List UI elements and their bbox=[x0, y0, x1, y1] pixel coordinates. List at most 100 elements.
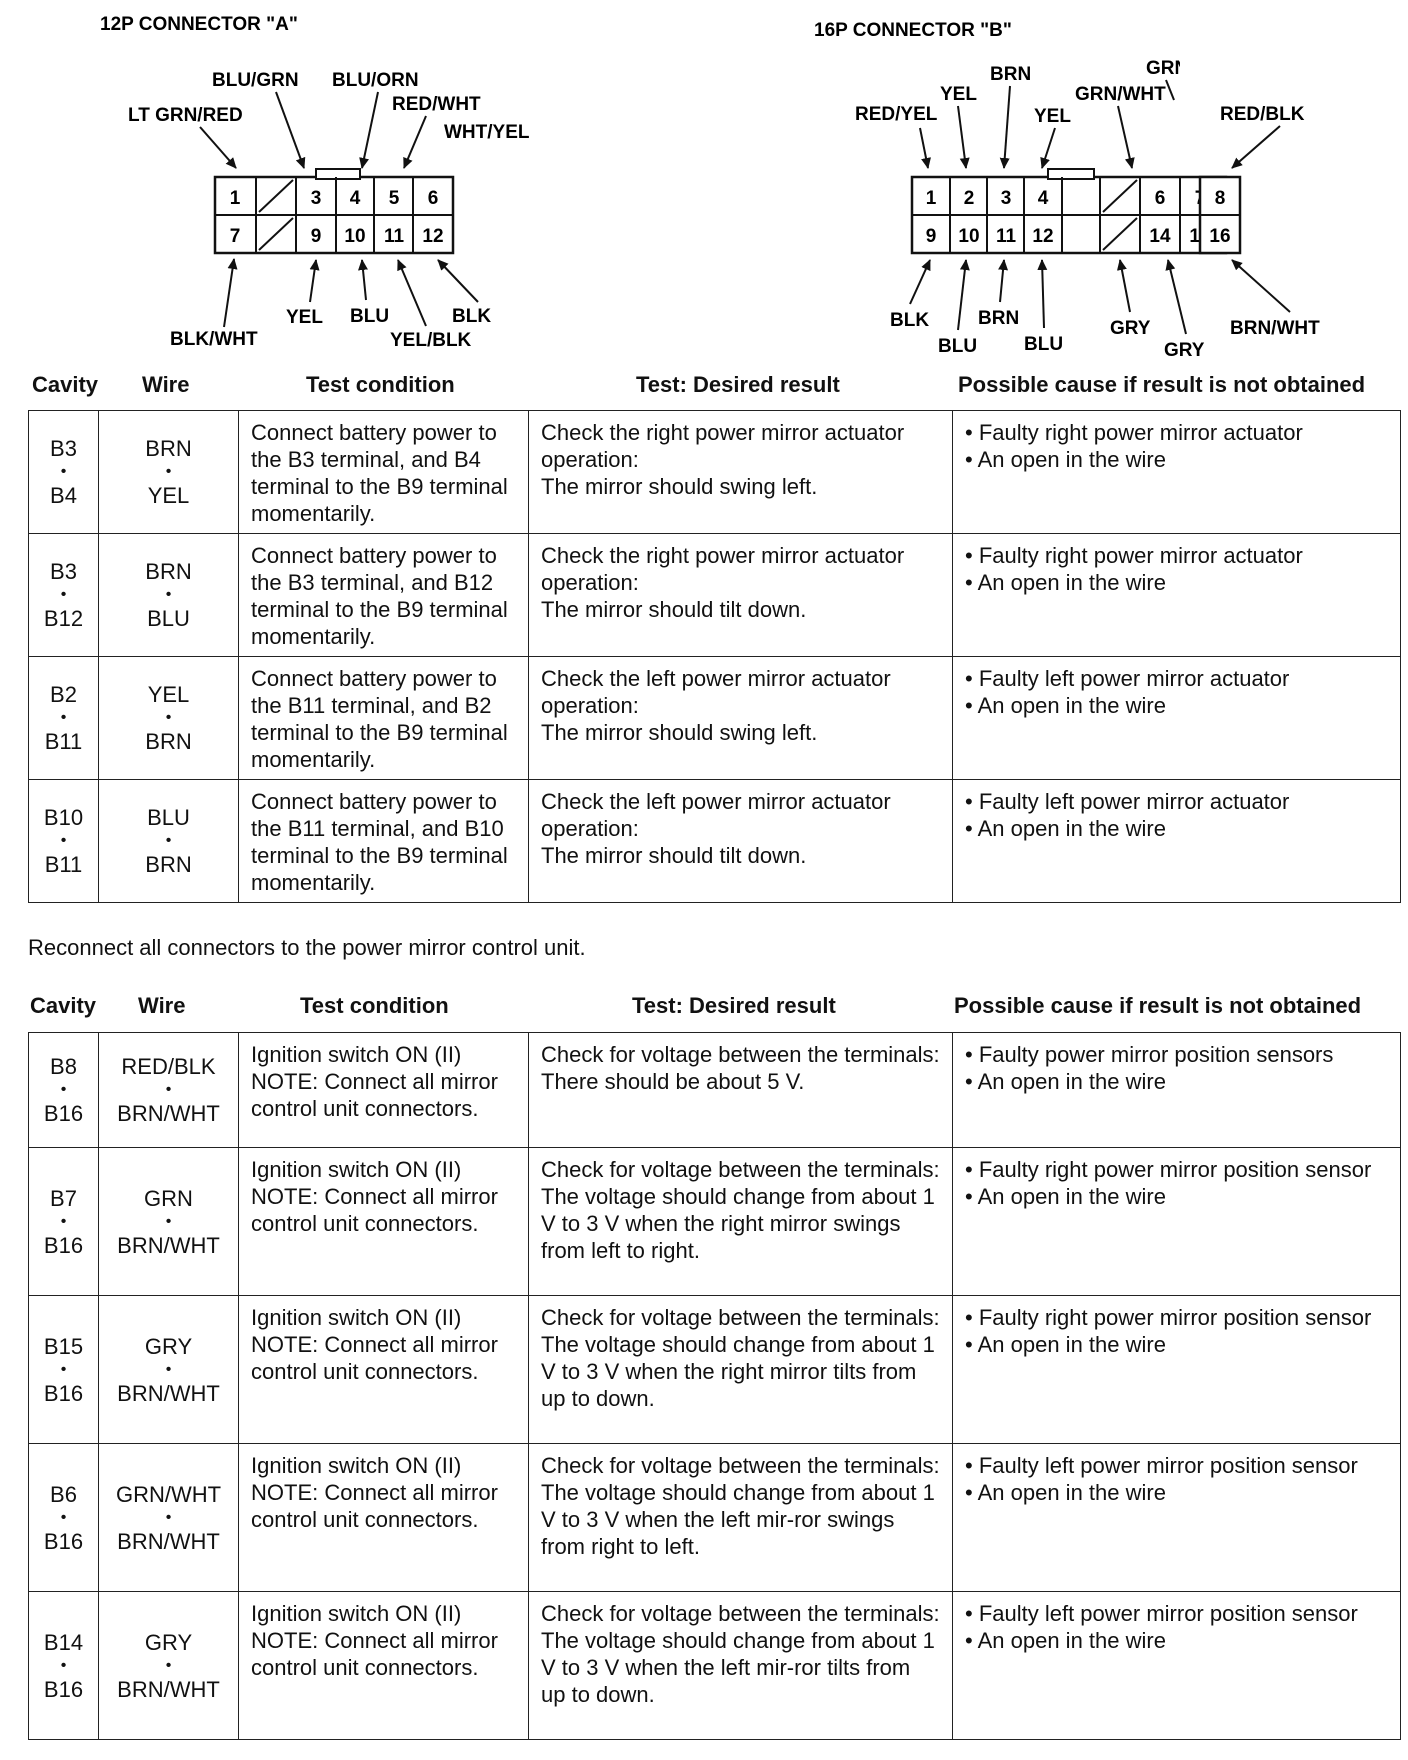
test-condition-cell: Connect battery power to the B3 terminal… bbox=[238, 410, 529, 534]
pin-a-5: 5 bbox=[389, 188, 400, 209]
wire-cell-top: YEL bbox=[147, 682, 190, 707]
wire-cell: RED/BLK•BRN/WHT bbox=[98, 1032, 239, 1148]
desired-result-cell-line: Check the right power mirror actuator op… bbox=[541, 543, 905, 595]
test-condition-cell-line: NOTE: Connect all mirror control unit co… bbox=[251, 1069, 498, 1121]
bullet-dot: • bbox=[165, 709, 172, 726]
possible-cause-cell: • Faulty right power mirror position sen… bbox=[952, 1147, 1401, 1296]
cavity-cell-bottom: B4 bbox=[50, 483, 77, 508]
possible-cause-cell-line: • An open in the wire bbox=[965, 1332, 1166, 1357]
desired-result-cell: Check the right power mirror actuator op… bbox=[528, 533, 953, 657]
pin-a-1: 1 bbox=[230, 188, 241, 209]
connector-b-gry2-svg: GRY bbox=[1164, 259, 1205, 360]
test-condition-cell: Ignition switch ON (II)NOTE: Connect all… bbox=[238, 1591, 529, 1740]
desired-result-cell: Check for voltage between the terminals:… bbox=[528, 1032, 953, 1148]
pin-b-8: 8 bbox=[1215, 188, 1226, 209]
pin-a-9: 9 bbox=[311, 226, 322, 247]
wire-b-gry-2: GRY bbox=[1164, 340, 1205, 360]
desired-result-cell-line: The mirror should tilt down. bbox=[541, 597, 807, 622]
wire-cell-top: BRN bbox=[145, 559, 192, 584]
possible-cause-cell: • Faulty right power mirror actuator• An… bbox=[952, 410, 1401, 534]
possible-cause-cell-line: • Faulty power mirror position sensors bbox=[965, 1042, 1334, 1067]
possible-cause-cell-line: • An open in the wire bbox=[965, 1628, 1166, 1653]
cavity-cell-top: B2 bbox=[50, 682, 77, 707]
wire-b-gry-1: GRY bbox=[1110, 318, 1151, 339]
possible-cause-cell-line: • Faulty right power mirror position sen… bbox=[965, 1157, 1372, 1182]
bullet-dot: • bbox=[60, 463, 67, 480]
cavity-cell-top: B3 bbox=[50, 436, 77, 461]
pin-b-4: 4 bbox=[1038, 188, 1049, 209]
test-condition-cell-line: Ignition switch ON (II) bbox=[251, 1305, 462, 1330]
wire-cell-bottom: YEL bbox=[147, 483, 190, 508]
test-condition-cell-line: Ignition switch ON (II) bbox=[251, 1453, 462, 1478]
desired-result-cell: Check for voltage between the terminals:… bbox=[528, 1591, 953, 1740]
desired-result-cell-line: Check for voltage between the terminals: bbox=[541, 1601, 940, 1626]
possible-cause-cell: • Faulty right power mirror actuator• An… bbox=[952, 533, 1401, 657]
desired-result-cell-line: The mirror should tilt down. bbox=[541, 843, 807, 868]
wire-b-red-blk: RED/BLK bbox=[1220, 104, 1305, 125]
desired-result-cell-line: Check for voltage between the terminals: bbox=[541, 1453, 940, 1478]
possible-cause-cell: • Faulty left power mirror position sens… bbox=[952, 1591, 1401, 1740]
connector-a-diagram: 12P CONNECTOR "A" 1 3 4 5 6 7 9 10 11 12 bbox=[0, 0, 620, 360]
bullet-dot: • bbox=[60, 1508, 67, 1526]
cavity-cell: B8•B16 bbox=[28, 1032, 99, 1148]
pin-a-6: 6 bbox=[428, 188, 439, 209]
pin-b-12: 12 bbox=[1032, 226, 1053, 247]
wire-b-blu-1: BLU bbox=[938, 336, 977, 357]
wire-b-grn: GRN bbox=[1146, 58, 1180, 79]
test-condition-cell: Connect battery power to the B11 termina… bbox=[238, 779, 529, 903]
possible-cause-cell-line: • An open in the wire bbox=[965, 447, 1166, 472]
connector-b-title: 16P CONNECTOR "B" bbox=[814, 20, 1012, 41]
wire-cell-top: BRN bbox=[145, 436, 192, 461]
test-condition-cell-line: NOTE: Connect all mirror control unit co… bbox=[251, 1480, 498, 1532]
cavity-cell-bottom: B11 bbox=[44, 729, 83, 754]
desired-result-cell-line: Check the left power mirror actuator ope… bbox=[541, 789, 891, 841]
test-condition-cell: Ignition switch ON (II)NOTE: Connect all… bbox=[238, 1443, 529, 1592]
possible-cause-cell-line: • An open in the wire bbox=[965, 1069, 1166, 1094]
desired-result-cell: Check for voltage between the terminals:… bbox=[528, 1443, 953, 1592]
header-wire: Wire bbox=[142, 372, 190, 397]
wire-b-red-yel: RED/YEL bbox=[855, 104, 938, 125]
cavity-cell: B7•B16 bbox=[28, 1147, 99, 1296]
desired-result-cell: Check for voltage between the terminals:… bbox=[528, 1147, 953, 1296]
wire-a-blu-grn: BLU/GRN bbox=[212, 70, 299, 91]
cavity-cell: B2•B11 bbox=[28, 656, 99, 780]
wire-b-brn-2: BRN bbox=[978, 308, 1019, 329]
cavity-cell-bottom: B16 bbox=[43, 1380, 84, 1406]
pin-b-14: 14 bbox=[1149, 226, 1171, 247]
wire-a-blu-orn: BLU/ORN bbox=[332, 70, 419, 91]
possible-cause-cell-line: • Faulty left power mirror position sens… bbox=[965, 1453, 1358, 1478]
header2-test-condition: Test condition bbox=[300, 993, 449, 1018]
wire-cell: YEL•BRN bbox=[98, 656, 239, 780]
desired-result-cell: Check the left power mirror actuator ope… bbox=[528, 779, 953, 903]
connector-b-label-gry-2: GRY bbox=[1150, 0, 1270, 360]
test-condition-cell: Ignition switch ON (II)NOTE: Connect all… bbox=[238, 1032, 529, 1148]
pin-b-6: 6 bbox=[1155, 188, 1166, 209]
wire-cell-bottom: BLU bbox=[147, 606, 190, 631]
bullet-dot: • bbox=[60, 832, 67, 849]
header-test-condition: Test condition bbox=[306, 372, 455, 397]
wire-b-blk: BLK bbox=[890, 310, 929, 331]
cavity-cell: B6•B16 bbox=[28, 1443, 99, 1592]
wire-a-yel-blk: YEL/BLK bbox=[390, 330, 472, 351]
desired-result-cell: Check for voltage between the terminals:… bbox=[528, 1295, 953, 1444]
wire-cell: BRN • BLU bbox=[98, 533, 239, 657]
bullet-dot: • bbox=[165, 586, 172, 603]
cavity-cell-top: B3 bbox=[50, 559, 77, 584]
pin-b-1: 1 bbox=[926, 188, 937, 209]
bullet-dot: • bbox=[165, 832, 172, 849]
pin-b-16: 16 bbox=[1209, 226, 1230, 247]
bullet-dot: • bbox=[165, 1081, 172, 1098]
bullet-dot: • bbox=[60, 1212, 67, 1230]
pin-b-11: 11 bbox=[996, 226, 1017, 247]
desired-result-cell-line: The mirror should swing left. bbox=[541, 474, 818, 499]
wire-b-blu-2: BLU bbox=[1024, 334, 1063, 355]
connector-b-right-column: 8 16 RED/BLK BRN/WHT bbox=[1180, 0, 1390, 360]
